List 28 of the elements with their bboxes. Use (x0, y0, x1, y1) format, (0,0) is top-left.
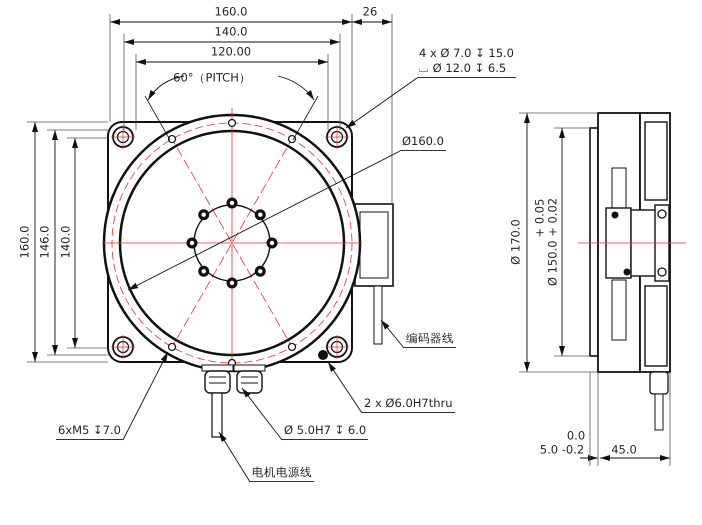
dimension-label: 146.0 (38, 226, 52, 258)
dimension-label: 140.0 (214, 26, 248, 38)
leader-line (346, 78, 418, 128)
dimension-label: 5.0 -0.2 (540, 444, 584, 456)
dimension-label: 140.0 (60, 226, 72, 258)
dimension-label: 45.0 (611, 444, 637, 456)
leader-line (218, 432, 250, 482)
dimension-label: Ø 170.0 (510, 219, 522, 265)
callout-label: 6xM5 ↧7.0 (56, 423, 123, 440)
leader-line (328, 362, 362, 414)
leader-line (122, 352, 168, 440)
dimension-label: 160.0 (18, 226, 32, 258)
callout-label: 2 x Ø6.0H7thru (362, 396, 455, 413)
callout-label: 4 x Ø 7.0 ↧ 15.0 ⌴ Ø 12.0 ↧ 6.5 (417, 46, 516, 78)
leader-line (380, 320, 404, 348)
angle-label: 60°（PITCH） (173, 72, 251, 84)
dimension-label: + 0.05 (534, 198, 546, 238)
dimension-label: Ø 150.0 + 0.02 (546, 198, 560, 286)
callout-label: Ø160.0 (400, 134, 446, 151)
leader-line (242, 388, 282, 440)
dimension-label: 160.0 (214, 6, 248, 18)
dimension-label: 26 (362, 6, 378, 18)
callout-label: 编码器线 (404, 331, 456, 348)
dimension-label: 0.0 (566, 430, 586, 442)
dimension-label: 120.00 (210, 46, 252, 58)
callout-label: 电机电源线 (250, 465, 314, 482)
leader-line (128, 150, 400, 290)
callout-label: Ø 5.0H7 ↧ 6.0 (282, 423, 368, 440)
